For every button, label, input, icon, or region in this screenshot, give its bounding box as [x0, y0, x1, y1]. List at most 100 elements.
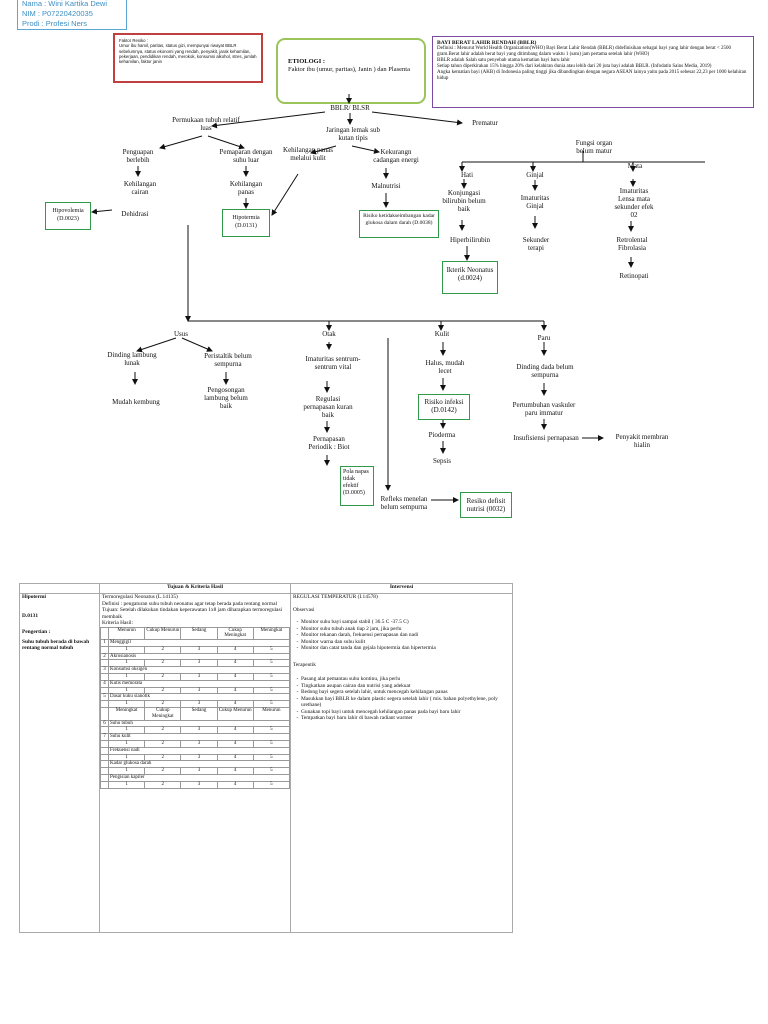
- scale-value[interactable]: 4: [216, 740, 254, 748]
- scale-value[interactable]: 1: [107, 767, 146, 776]
- scale-value[interactable]: 2: [144, 673, 182, 681]
- scale-value[interactable]: 5: [252, 753, 291, 762]
- pengertian-label: Pengertian :: [22, 629, 51, 635]
- scale-value[interactable]: 3: [180, 740, 218, 748]
- intervensi-title: REGULASI TEMPERATUR (I.14578): [293, 594, 378, 600]
- scale-value[interactable]: 5: [252, 659, 291, 668]
- scale-value[interactable]: 5: [252, 686, 291, 695]
- scale-value[interactable]: 1: [107, 753, 146, 762]
- intervention-item: Monitor suhu tubuh anak tiap 2 jam, jika…: [301, 626, 510, 633]
- kriteria-row: Frekuensi nadi: [100, 746, 290, 755]
- scale-value[interactable]: 3: [180, 645, 218, 654]
- kriteria-row: Pengisian kapiler: [100, 774, 290, 782]
- node-hiperbilirubin: Hiperbilirubin: [449, 236, 491, 244]
- scale-value[interactable]: 5: [252, 700, 291, 709]
- scale-value[interactable]: 3: [180, 726, 218, 735]
- scale-value[interactable]: 2: [144, 767, 182, 776]
- definition-p1: Definisi : Menurut World Health Organiza…: [437, 46, 731, 57]
- scale-value[interactable]: 3: [180, 767, 218, 776]
- scale-value[interactable]: 4: [216, 767, 254, 776]
- scale-value[interactable]: 3: [180, 753, 218, 762]
- scale-value[interactable]: 3: [180, 780, 218, 789]
- scale-value[interactable]: 1: [107, 740, 146, 748]
- node-pengosongan: Pengosongan lambung belum baik: [204, 386, 248, 410]
- scale-value[interactable]: 1: [107, 780, 146, 789]
- scale-value[interactable]: 2: [144, 726, 182, 735]
- scale-value[interactable]: 1: [107, 726, 146, 735]
- scale-value[interactable]: 4: [216, 673, 254, 681]
- intervention-item: Tingkatkan asupan cairan dan nutrisi yan…: [301, 683, 510, 690]
- scale-value[interactable]: 3: [180, 686, 218, 695]
- scale-value[interactable]: 5: [252, 645, 291, 654]
- scale-value[interactable]: 5: [252, 726, 291, 735]
- scale-value[interactable]: 3: [180, 659, 218, 668]
- terapeutik-list: Pasang alat pemantau suhu kontinu, jika …: [293, 676, 510, 722]
- node-malnutrisi: Malnutrisi: [371, 182, 401, 190]
- scale-value[interactable]: 4: [216, 686, 254, 695]
- scale-value[interactable]: 1: [107, 645, 146, 654]
- kriteria-label: Menggigil: [108, 639, 290, 647]
- node-retrolental: Retrolental Fibrolasia: [616, 236, 648, 252]
- care-plan-table: Tujuan & Kriteria Hasil Intervensi Hipot…: [19, 583, 513, 933]
- definition-p2: BBLR adalah Salah satu penyebab utama ke…: [437, 58, 570, 63]
- intervention-item: Monitor warna dan suhu kulit: [301, 639, 510, 646]
- node-bblr: BBLR/ BLSR: [330, 104, 370, 112]
- student-name: Nama : Wini Kartika Dewi: [22, 0, 108, 8]
- scale-value[interactable]: 4: [216, 726, 254, 735]
- node-imaturitas-otak: Imaturitas sentrum-sentrum vital: [305, 355, 361, 371]
- scale-value[interactable]: 3: [180, 700, 218, 709]
- definition-p3: Setiap tahun diperkirakan 15% hingga 20%…: [437, 64, 712, 69]
- scale-label: Cukup Menurun: [144, 626, 182, 641]
- scale-value[interactable]: 2: [144, 686, 182, 695]
- scale-label: Meningkat: [107, 707, 146, 721]
- scale-value[interactable]: 2: [144, 700, 182, 709]
- intervention-item: Gunakan topi bayi untuk mencegah kehilan…: [301, 709, 510, 716]
- scale-value[interactable]: 5: [252, 740, 291, 748]
- scale-value[interactable]: 5: [252, 767, 291, 776]
- scale-value[interactable]: 2: [144, 780, 182, 789]
- scale-value[interactable]: 4: [216, 659, 254, 668]
- scale-value[interactable]: 5: [252, 673, 291, 681]
- scale-spacer: [100, 740, 109, 748]
- scale-value[interactable]: 4: [216, 753, 254, 762]
- diagnosis-title: Hipotermi: [22, 594, 46, 600]
- scale-value[interactable]: 2: [144, 645, 182, 654]
- scale-value[interactable]: 4: [216, 645, 254, 654]
- node-kehilangan-panas: Kehilangan panas: [229, 180, 263, 196]
- kriteria-number: [100, 774, 109, 782]
- scale-value[interactable]: 4: [216, 700, 254, 709]
- dx-resiko-glukosa: Risiko ketidakseimbangan kadar glukosa d…: [359, 210, 439, 238]
- scale-value[interactable]: 1: [107, 673, 146, 681]
- dx-hipovolemia: Hipovolemia (D.0023): [45, 202, 91, 230]
- scale-label: Menurun: [107, 626, 146, 641]
- node-fungsi-organ: Fungsi organ belum matur: [575, 139, 613, 155]
- scale-value[interactable]: 2: [144, 659, 182, 668]
- scale-value[interactable]: 1: [107, 686, 146, 695]
- kriteria-number: 4: [100, 679, 109, 688]
- scale-label: Cukup Meningkat: [144, 707, 182, 721]
- scale-value[interactable]: 5: [252, 780, 291, 789]
- scale-value[interactable]: 1: [107, 700, 146, 709]
- definition-p4: Angka kematian bayi (AKB) di Indonesia p…: [437, 70, 747, 81]
- kriteria-label: Frekuensi nadi: [108, 746, 290, 755]
- scale-header-1: Menurun Cukup Menurun Sedang Cukup Menin…: [100, 626, 291, 641]
- node-dehidrasi: Dehidrasi: [121, 210, 149, 218]
- observasi-label: Observasi: [293, 606, 315, 613]
- scale-value[interactable]: 2: [144, 740, 182, 748]
- scale-value[interactable]: 2: [144, 753, 182, 762]
- scale-spacer: [100, 726, 109, 735]
- dx-pola-napas: Pola napas tidak efektif (D.0005): [340, 466, 374, 506]
- kriteria-label: Suhu kulit: [108, 733, 290, 742]
- intervention-item: Monitor tekanan darah, frekuensi pernapa…: [301, 632, 510, 639]
- scale-value[interactable]: 3: [180, 673, 218, 681]
- scale-value[interactable]: 1: [107, 659, 146, 668]
- kriteria-number: [100, 760, 109, 769]
- scale-spacer: [100, 780, 109, 789]
- scale-value[interactable]: 4: [216, 780, 254, 789]
